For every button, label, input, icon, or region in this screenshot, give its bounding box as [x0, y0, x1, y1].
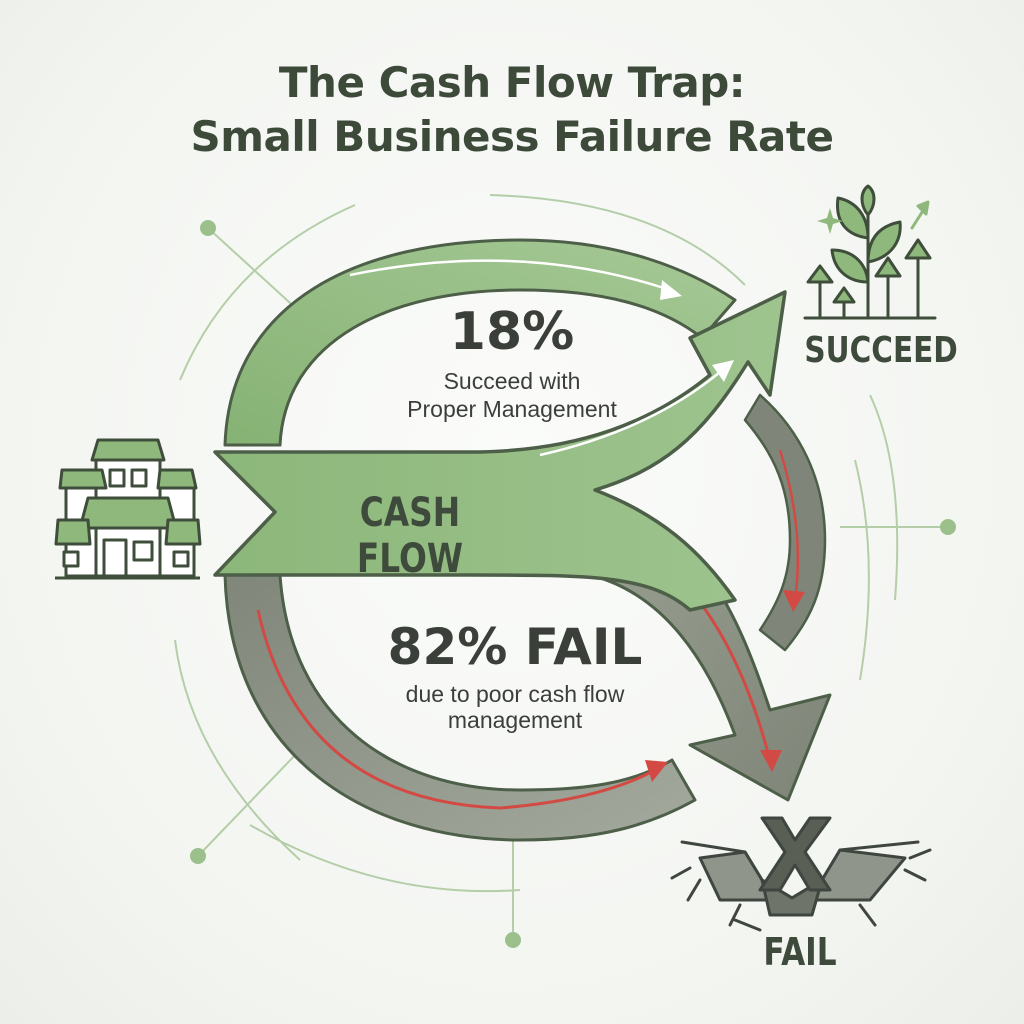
plant-growth-icon — [803, 184, 937, 320]
decor-dot — [505, 932, 521, 948]
success-arc — [223, 238, 737, 447]
failure-desc-line2: management — [447, 707, 583, 733]
page-title-line2: Small Business Failure Rate — [190, 112, 834, 161]
cash-flow-label: CASH FLOW — [356, 490, 464, 582]
failure-side-arc — [743, 393, 827, 652]
decor-dot — [940, 519, 956, 535]
cracked-x-icon — [670, 816, 932, 932]
success-label: SUCCEED — [804, 330, 958, 371]
success-percent: 18% — [449, 302, 575, 362]
failure-label: FAIL — [763, 930, 837, 974]
failure-side-red-line — [778, 449, 800, 601]
failure-desc-line1: due to poor cash flow — [405, 681, 625, 707]
failure-flow-arrow — [256, 609, 656, 810]
success-flow-arrow — [349, 259, 671, 292]
decor-dot — [190, 848, 206, 864]
failure-percent: 82% FAIL — [387, 618, 643, 676]
failure-flow-arrowhead — [645, 760, 668, 782]
success-flow-arrowhead — [660, 280, 682, 300]
failure-branch-arrowhead — [760, 750, 782, 772]
success-branch-flow-arrow — [539, 371, 721, 457]
decorative-lines — [174, 194, 948, 940]
storefront-icon — [54, 438, 202, 580]
success-branch-arrowhead — [712, 360, 734, 382]
cash-flow-band — [213, 290, 787, 612]
failure-arc — [223, 573, 697, 842]
success-desc-line1: Succeed with — [443, 368, 581, 394]
page-title-line1: The Cash Flow Trap: — [278, 58, 746, 107]
success-desc-line2: Proper Management — [407, 396, 617, 422]
failure-side-arrowhead — [783, 590, 805, 612]
decor-dot — [200, 220, 216, 236]
